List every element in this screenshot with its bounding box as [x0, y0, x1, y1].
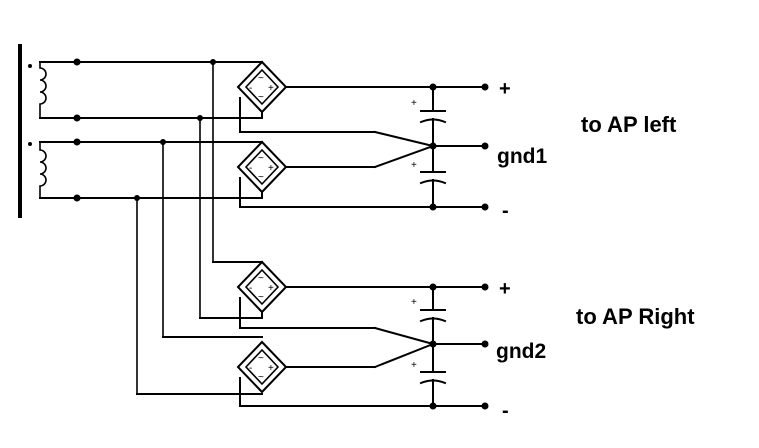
winding-2-phase-dot: [28, 142, 32, 146]
svg-text:+: +: [268, 283, 274, 294]
capacitor-2: +: [411, 145, 447, 208]
bridge-rectifier-2: [236, 140, 288, 199]
svg-text:+: +: [411, 98, 417, 109]
svg-text:-: -: [249, 163, 252, 174]
junction: [160, 139, 166, 145]
svg-text:~: ~: [258, 372, 264, 383]
svg-text:~: ~: [258, 92, 264, 103]
svg-text:+: +: [268, 363, 274, 374]
label-minus-top: -: [502, 200, 509, 222]
label-plus-bottom: +: [499, 278, 511, 300]
terminal-minus-bottom: [481, 402, 489, 410]
wire-br1-to-gnd: [373, 130, 435, 148]
junction: [73, 114, 81, 122]
junction: [429, 83, 437, 91]
bridge-rectifier-4: [236, 340, 288, 394]
svg-text:~: ~: [258, 172, 264, 183]
capacitor-4: +: [411, 343, 447, 407]
svg-text:+: +: [411, 297, 417, 308]
junction: [429, 340, 437, 348]
wire-br3-to-gnd: [373, 326, 435, 346]
junction: [134, 195, 140, 201]
label-plus-top: +: [499, 78, 511, 100]
svg-text:~: ~: [258, 273, 264, 284]
svg-text:-: -: [249, 83, 252, 94]
junction: [429, 283, 437, 291]
svg-text:+: +: [411, 160, 417, 171]
junction: [73, 58, 81, 66]
capacitor-1: +: [411, 86, 447, 147]
junction: [429, 203, 437, 211]
junction: [429, 142, 437, 150]
label-to-ap-right: to AP Right: [576, 304, 695, 329]
svg-text:~: ~: [258, 292, 264, 303]
svg-text:+: +: [268, 163, 274, 174]
terminal-gnd2: [481, 340, 489, 348]
svg-text:-: -: [249, 363, 252, 374]
svg-text:+: +: [411, 360, 417, 371]
svg-text:+: +: [268, 83, 274, 94]
junction: [73, 138, 81, 146]
bridge-rectifier-3: [236, 260, 288, 319]
transformer-winding-1: [39, 62, 47, 118]
svg-text:~: ~: [258, 153, 264, 164]
terminal-plus-bottom: [481, 283, 489, 291]
wire-br2-to-gnd: [373, 144, 435, 169]
terminal-minus-top: [481, 203, 489, 211]
bridge-glyphs: ~ ~ + - ~ ~ + - ~ ~ + - ~ ~ + -: [249, 73, 274, 383]
svg-text:~: ~: [258, 353, 264, 364]
svg-text:~: ~: [258, 73, 264, 84]
junction: [73, 194, 81, 202]
terminal-gnd1: [481, 142, 489, 150]
bridge-rectifier-1: [236, 60, 288, 119]
label-gnd2: gnd2: [496, 340, 546, 363]
label-to-ap-left: to AP left: [581, 112, 677, 137]
transformer-winding-2: [39, 142, 47, 198]
wire-br4-to-gnd: [373, 342, 435, 369]
junction: [210, 59, 216, 65]
junction: [429, 402, 437, 410]
junction: [197, 115, 203, 121]
capacitor-3: +: [411, 286, 447, 345]
label-gnd1: gnd1: [497, 145, 547, 168]
label-minus-bottom: -: [502, 400, 509, 422]
svg-text:-: -: [249, 283, 252, 294]
terminal-plus-top: [481, 83, 489, 91]
winding-1-phase-dot: [28, 64, 32, 68]
